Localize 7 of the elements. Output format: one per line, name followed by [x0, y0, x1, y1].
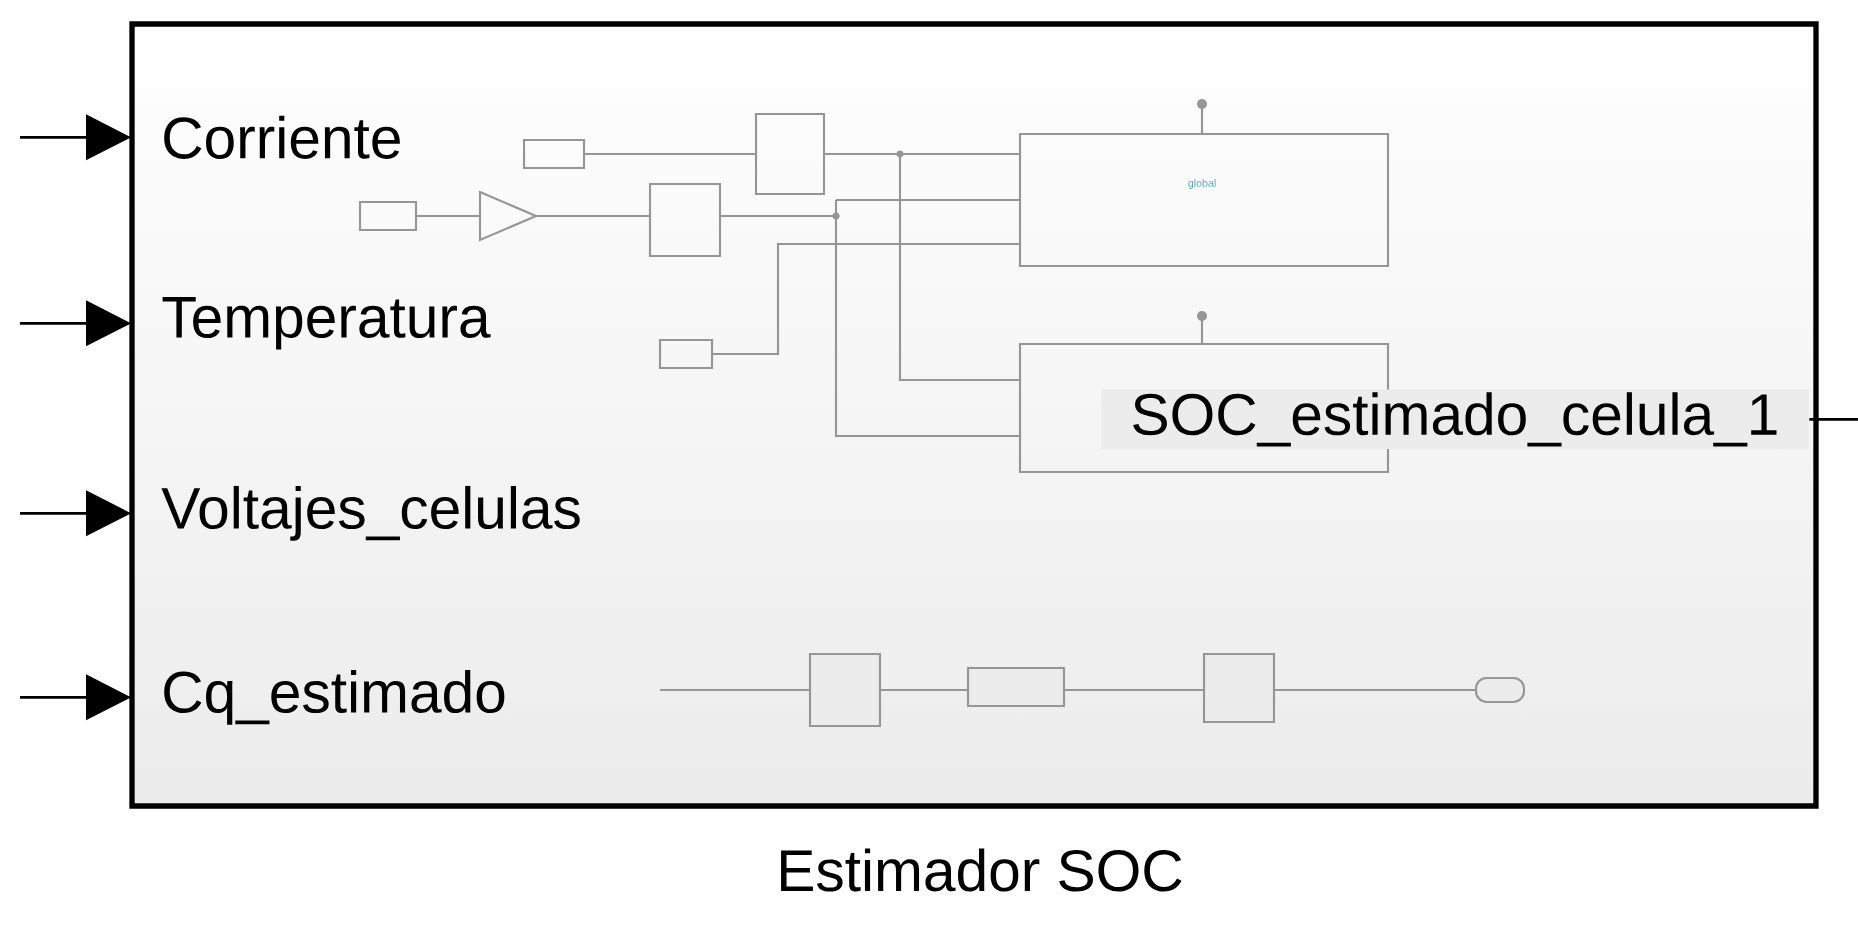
signal-line — [1809, 418, 1858, 421]
port-label: Voltajes_celulas — [161, 485, 580, 541]
port-label: SOC_estimado_celula_1 — [1101, 389, 1809, 450]
port-label: Corriente — [164, 115, 400, 159]
port-label: Cq_estimado — [164, 669, 505, 725]
block-name: Estimador SOC — [781, 848, 1182, 892]
port-label: Temperatura — [162, 297, 491, 350]
